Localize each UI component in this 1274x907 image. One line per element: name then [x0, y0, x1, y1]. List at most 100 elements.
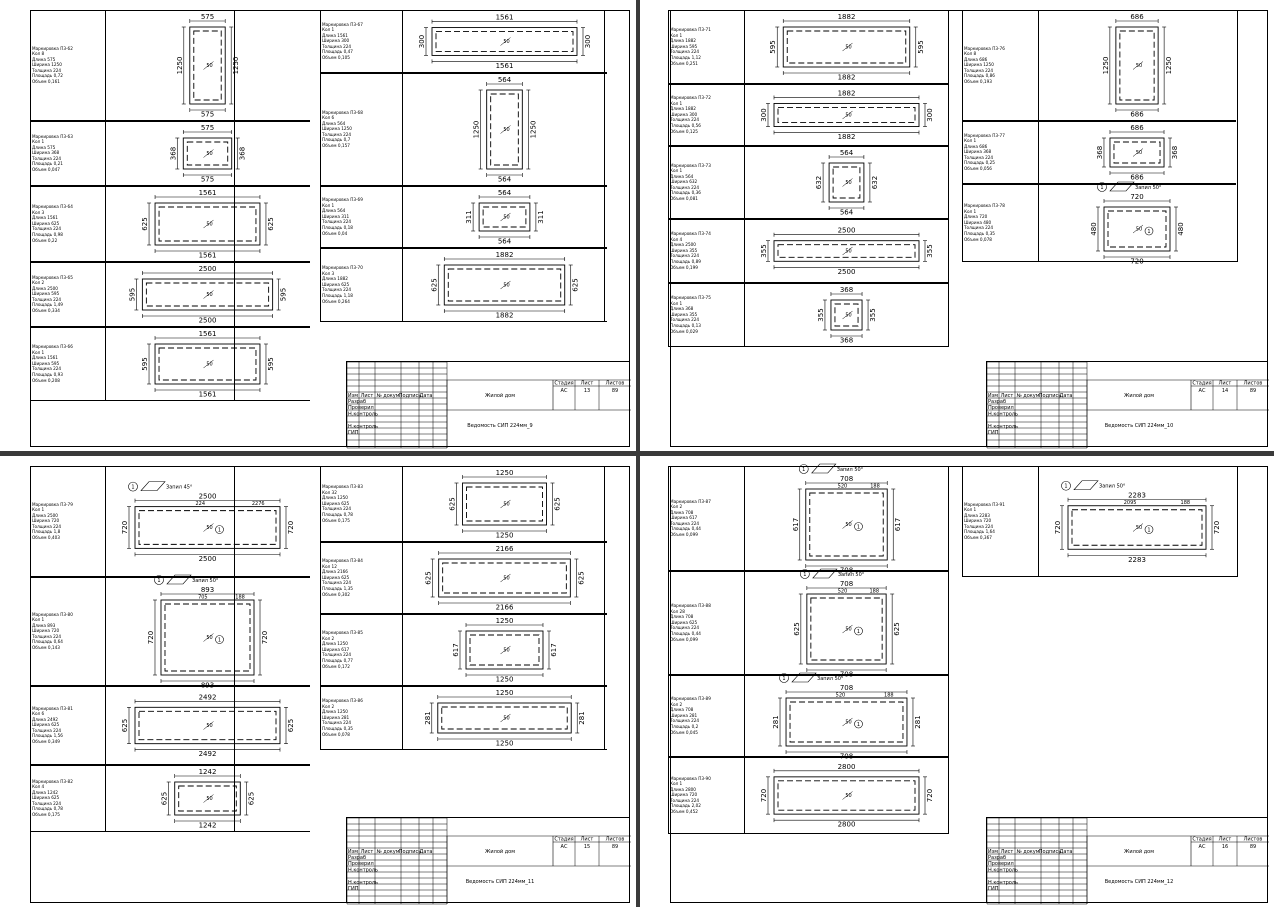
panel-insulation: [164, 603, 251, 672]
dim-width-left: 720: [121, 521, 129, 534]
panel-outline: [465, 630, 544, 670]
dim-center: 50: [206, 796, 212, 802]
panel-insulation: [832, 166, 861, 199]
panel-spec-line: Площадь 1,35: [322, 585, 353, 591]
panel-spec-line: Толщина 224: [322, 580, 352, 586]
dim-length-top: 686: [1130, 124, 1144, 132]
dim-center: 50: [206, 222, 212, 228]
dim-width-left: 617: [452, 643, 460, 656]
panel-spec-line: Кол 1: [32, 349, 45, 355]
dim-center: 50: [206, 151, 212, 157]
panel-insulation: [1119, 30, 1155, 101]
miter-mark: 1: [1100, 185, 1103, 191]
stamp-sheet-number: 13: [584, 388, 590, 394]
panel-mark: Маркировка П3-64: [32, 204, 73, 209]
panel-row-divider: [744, 283, 745, 347]
stamp-object: Жилой дом: [1124, 848, 1154, 855]
dim-part-b: 2276: [252, 501, 265, 507]
miter-angle: Запил 50°: [837, 467, 864, 473]
dim-length-top: 1561: [199, 330, 217, 338]
dim-center: 50: [206, 292, 212, 298]
miter-mark-inner: 1: [218, 528, 221, 534]
stamp-role: Н.контроль: [348, 880, 378, 886]
panel-row-divider: [1038, 466, 1039, 577]
panel-spec-line: Кол 8: [964, 51, 977, 57]
panel-spec-line: Ширина 300: [322, 38, 350, 44]
panel-spec-line: Площадь 0,18: [322, 224, 353, 230]
panel-spec-line: Площадь 0,44: [670, 526, 701, 532]
dim-length-bottom: 686: [1130, 174, 1144, 182]
panel-row: [30, 262, 310, 327]
panel-spec-line: Объем 0,334: [32, 308, 60, 314]
panel-outline: [443, 264, 566, 306]
panel-spec-line: Объем 0,172: [322, 663, 350, 669]
dim-width-left: 355: [817, 308, 825, 321]
panel-outline: [189, 26, 226, 105]
dim-length-top: 708: [840, 684, 853, 692]
panel-mark: Маркировка П3-81: [32, 705, 73, 711]
panel-row-divider: [105, 686, 106, 765]
panel-spec-line: Ширина 625: [670, 619, 698, 625]
dim-length-bottom: 1882: [838, 74, 856, 82]
panel-spec-line: Площадь 2,02: [670, 803, 701, 809]
panel-spec-line: Ширина 617: [322, 646, 350, 652]
dim-length-bottom: 1561: [199, 252, 217, 260]
stamp-sheet-total: 89: [612, 388, 618, 394]
panel-spec-line: Площадь 0,44: [670, 630, 701, 636]
dim-length-bottom: 686: [1130, 111, 1144, 119]
stamp-header: № докум: [1016, 393, 1039, 399]
miter-mark-inner: 1: [857, 525, 860, 531]
panel-row-divider: [402, 73, 403, 186]
dim-width-right: 311: [537, 210, 545, 223]
dim-center: 50: [206, 362, 212, 368]
panel-row: [668, 675, 949, 757]
panel-mark: Маркировка П3-63: [32, 133, 73, 139]
panel-spec-line: Ширина 632: [670, 179, 698, 185]
dim-length-bottom: 1250: [496, 532, 514, 540]
dim-width-right: 625: [554, 497, 562, 510]
dim-length-top: 564: [498, 76, 512, 84]
miter-mark-circle: [215, 525, 224, 534]
panel-spec-line: Ширина 281: [670, 712, 698, 718]
panel-spec-line: Площадь 1,12: [670, 54, 701, 60]
stamp-stage: АС: [1199, 388, 1206, 394]
panel-spec-line: Кол 1: [32, 139, 45, 145]
panel-spec-line: Длина 564: [670, 173, 694, 179]
panel-outline: [438, 558, 571, 598]
stamp-sheet-title: Ведомость СИП 224мм_11: [466, 879, 535, 885]
panel-spec-line: Объем 0,251: [670, 60, 698, 66]
panel-spec-line: Длина 1882: [322, 276, 348, 282]
panel-mark: Маркировка П3-62: [32, 45, 73, 51]
stamp-header: Подпись: [399, 393, 422, 399]
panel-insulation: [158, 347, 257, 381]
miter-angle: Запил 50°: [192, 578, 219, 584]
dim-length-top: 1250: [496, 689, 514, 697]
dim-length-top: 2166: [496, 545, 514, 553]
panel-spec-line: Ширина 311: [322, 213, 350, 219]
stamp-header: Подпись: [1039, 849, 1062, 855]
panel-spec-line: Ширина 1250: [32, 62, 62, 68]
panel-spec-line: Площадь 0,64: [32, 639, 63, 645]
panel-insulation: [193, 30, 222, 101]
dim-width-right: 595: [280, 288, 288, 301]
dim-length-top: 708: [840, 580, 853, 588]
dim-center: 50: [503, 716, 509, 722]
panel-spec-line: Площадь 0,93: [32, 371, 63, 377]
dim-width-left: 720: [147, 631, 155, 644]
dim-length-bottom: 708: [840, 567, 853, 575]
